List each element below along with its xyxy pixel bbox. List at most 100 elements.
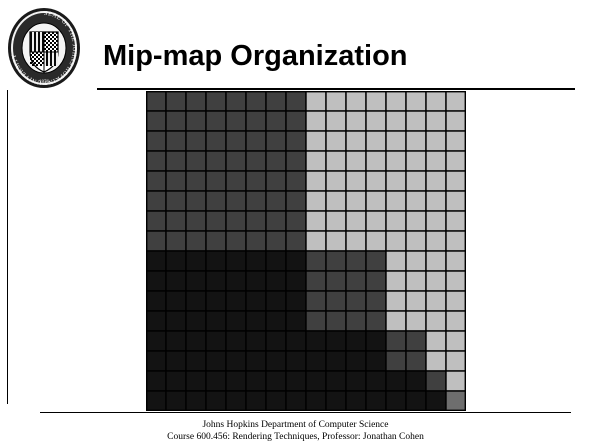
mipmap-level-0-texel bbox=[345, 130, 367, 152]
mipmap-level-0-texel bbox=[225, 390, 247, 411]
mipmap-level-1-texel bbox=[405, 270, 427, 292]
mipmap-level-1-texel bbox=[365, 390, 387, 411]
mipmap-level-0-texel bbox=[405, 190, 427, 212]
mipmap-level-0-texel bbox=[185, 210, 207, 232]
mipmap-level-0-texel bbox=[385, 110, 407, 132]
mipmap-level-0-texel bbox=[245, 150, 267, 172]
mipmap-level-0-texel bbox=[245, 110, 267, 132]
mipmap-level-1-texel bbox=[425, 250, 447, 272]
mipmap-level-0-texel bbox=[225, 130, 247, 152]
mipmap-level-1-texel bbox=[325, 350, 347, 372]
mipmap-level-0-texel bbox=[385, 170, 407, 192]
mipmap-level-0-texel bbox=[425, 230, 447, 252]
mipmap-level-0-texel bbox=[305, 91, 327, 112]
mipmap-level-1-texel bbox=[365, 370, 387, 392]
mipmap-level-0-texel bbox=[165, 91, 187, 112]
mipmap-level-0-texel bbox=[185, 310, 207, 332]
mipmap-level-0-texel bbox=[165, 130, 187, 152]
mipmap-level-0-texel bbox=[325, 130, 347, 152]
mipmap-level-0-texel bbox=[445, 190, 466, 212]
mipmap-level-0-texel bbox=[385, 150, 407, 172]
mipmap-level-0-texel bbox=[146, 91, 167, 112]
mipmap-level-0-texel bbox=[165, 330, 187, 352]
mipmap-level-0-texel bbox=[185, 290, 207, 312]
mipmap-level-0-texel bbox=[245, 91, 267, 112]
mipmap-level-0-texel bbox=[365, 210, 387, 232]
mipmap-level-0-texel bbox=[205, 110, 227, 132]
mipmap-level-0-texel bbox=[265, 91, 287, 112]
mipmap-border bbox=[146, 91, 466, 411]
mipmap-level-0-texel bbox=[285, 110, 307, 132]
mipmap-level-0-texel bbox=[385, 210, 407, 232]
mipmap-level-0-texel bbox=[405, 130, 427, 152]
mipmap-level-0-texel bbox=[285, 170, 307, 192]
mipmap-level-1-texel bbox=[305, 390, 327, 411]
mipmap-level-0-texel bbox=[285, 130, 307, 152]
mipmap-level-1-texel bbox=[405, 290, 427, 312]
mipmap-level-2-texel bbox=[405, 370, 427, 392]
mipmap-level-0-texel bbox=[225, 170, 247, 192]
mipmap-cells bbox=[146, 91, 466, 411]
mipmap-level-0-texel bbox=[285, 91, 307, 112]
mipmap-level-0-texel bbox=[146, 150, 167, 172]
mipmap-level-0-texel bbox=[425, 91, 447, 112]
mipmap-level-0-texel bbox=[205, 150, 227, 172]
mipmap-level-2-texel bbox=[405, 390, 427, 411]
mipmap-level-1-texel bbox=[345, 290, 367, 312]
mipmap-level-1-texel bbox=[345, 370, 367, 392]
mipmap-level-0-texel bbox=[225, 190, 247, 212]
mipmap-level-0-texel bbox=[245, 350, 267, 372]
mipmap-level-0-texel bbox=[385, 190, 407, 212]
mipmap-level-0-texel bbox=[165, 290, 187, 312]
mipmap-level-0-texel bbox=[285, 190, 307, 212]
mipmap-level-0-texel bbox=[345, 210, 367, 232]
mipmap-level-1-texel bbox=[365, 330, 387, 352]
mipmap-level-0-texel bbox=[146, 370, 167, 392]
mipmap-level-0-texel bbox=[185, 350, 207, 372]
mipmap-level-0-texel bbox=[345, 190, 367, 212]
mipmap-level-0-texel bbox=[285, 330, 307, 352]
mipmap-level-0-texel bbox=[265, 270, 287, 292]
jhu-seal-icon: SEAL OF THE JOHNS HOPKINS UNIVERSITY 187… bbox=[8, 8, 80, 88]
mipmap-level-2-texel bbox=[445, 330, 466, 352]
mipmap-level-0-texel bbox=[225, 370, 247, 392]
mipmap-level-1-texel bbox=[425, 290, 447, 312]
mipmap-level-0-texel bbox=[245, 390, 267, 411]
mipmap-level-1-texel bbox=[365, 250, 387, 272]
mipmap-level-0-texel bbox=[146, 250, 167, 272]
mipmap-level-0-texel bbox=[225, 290, 247, 312]
mipmap-level-1-texel bbox=[345, 310, 367, 332]
mipmap-level-0-texel bbox=[265, 250, 287, 272]
mipmap-level-0-texel bbox=[225, 270, 247, 292]
mipmap-level-0-texel bbox=[165, 390, 187, 411]
mipmap-level-0-texel bbox=[285, 270, 307, 292]
mipmap-level-0-texel bbox=[305, 150, 327, 172]
mipmap-level-1-texel bbox=[345, 250, 367, 272]
mipmap-level-0-texel bbox=[445, 130, 466, 152]
mipmap-level-0-texel bbox=[285, 310, 307, 332]
mipmap-level-0-texel bbox=[405, 230, 427, 252]
mipmap-level-1-texel bbox=[445, 290, 466, 312]
mipmap-level-0-texel bbox=[365, 230, 387, 252]
mipmap-level-0-texel bbox=[445, 210, 466, 232]
mipmap-level-1-texel bbox=[445, 250, 466, 272]
mipmap-level-0-texel bbox=[225, 210, 247, 232]
footer-rule bbox=[40, 412, 571, 413]
mipmap-level-0-texel bbox=[325, 210, 347, 232]
mipmap-level-0-texel bbox=[146, 390, 167, 411]
mipmap-level-2-texel bbox=[385, 370, 407, 392]
mipmap-level-0-texel bbox=[185, 130, 207, 152]
mipmap-level-0-texel bbox=[445, 150, 466, 172]
mipmap-level-0-texel bbox=[225, 150, 247, 172]
mipmap-level-0-texel bbox=[225, 91, 247, 112]
mipmap-level-1-texel bbox=[305, 330, 327, 352]
mipmap-level-0-texel bbox=[345, 91, 367, 112]
mipmap-level-0-texel bbox=[146, 130, 167, 152]
mipmap-level-0-texel bbox=[265, 210, 287, 232]
mipmap-level-1-texel bbox=[305, 250, 327, 272]
mipmap-level-0-texel bbox=[165, 370, 187, 392]
mipmap-level-0-texel bbox=[345, 150, 367, 172]
mipmap-level-0-texel bbox=[146, 230, 167, 252]
mipmap-level-2-texel bbox=[405, 350, 427, 372]
